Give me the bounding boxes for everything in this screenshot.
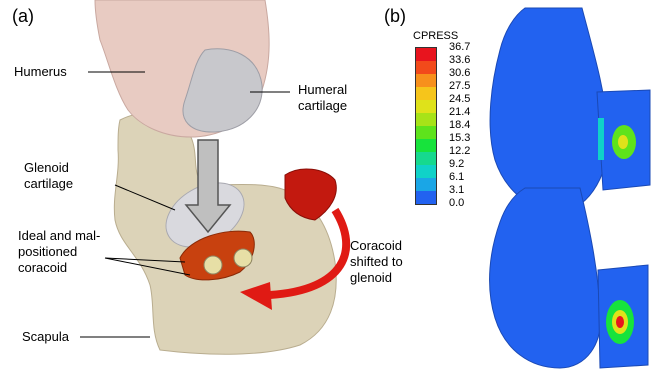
legend-swatch [416,126,436,139]
legend-tick-label: 27.5 [449,81,470,92]
contact-hotspot-top-core [618,135,628,149]
legend-swatch [416,61,436,74]
scapula-label: Scapula [22,329,69,345]
legend-tick-label: 9.2 [449,159,464,170]
humeral-cartilage-label: Humeral cartilage [298,82,347,114]
legend-tick-label: 3.1 [449,185,464,196]
legend-swatch [416,74,436,87]
contact-band-top [598,118,604,160]
legend-swatch [416,178,436,191]
contact-hotspot-bottom-core [616,316,624,328]
legend-swatch [416,48,436,61]
legend-swatch [416,191,436,204]
legend-tick-label: 18.4 [449,120,470,131]
shifted-label: Coracoid shifted to glenoid [350,238,403,286]
legend-tick-label: 24.5 [449,94,470,105]
coracoid-label: Ideal and mal- positioned coracoid [18,228,100,276]
glenoid-map-top [490,8,608,212]
legend-tick-label: 33.6 [449,55,470,66]
legend-tick-label: 0.0 [449,198,464,209]
legend-tick-label: 36.7 [449,42,470,53]
screw-head-2 [234,249,252,267]
legend-tick-label: 21.4 [449,107,470,118]
legend-swatch [416,100,436,113]
glenoid-cartilage-label: Glenoid cartilage [24,160,73,192]
legend-swatch [416,165,436,178]
legend-swatch [416,87,436,100]
legend-swatch [416,113,436,126]
screw-head-1 [204,256,222,274]
glenoid-map-bottom [490,188,601,368]
legend-swatch [416,152,436,165]
legend-tick-label: 30.6 [449,68,470,79]
legend-tick-label: 6.1 [449,172,464,183]
panel-a-label: (a) [12,6,34,27]
legend-swatch [416,139,436,152]
panel-b-label: (b) [384,6,406,27]
humerus-label: Humerus [14,64,67,80]
legend-tick-label: 15.3 [449,133,470,144]
legend-tick-label: 12.2 [449,146,470,157]
legend-color-bar [415,47,437,205]
